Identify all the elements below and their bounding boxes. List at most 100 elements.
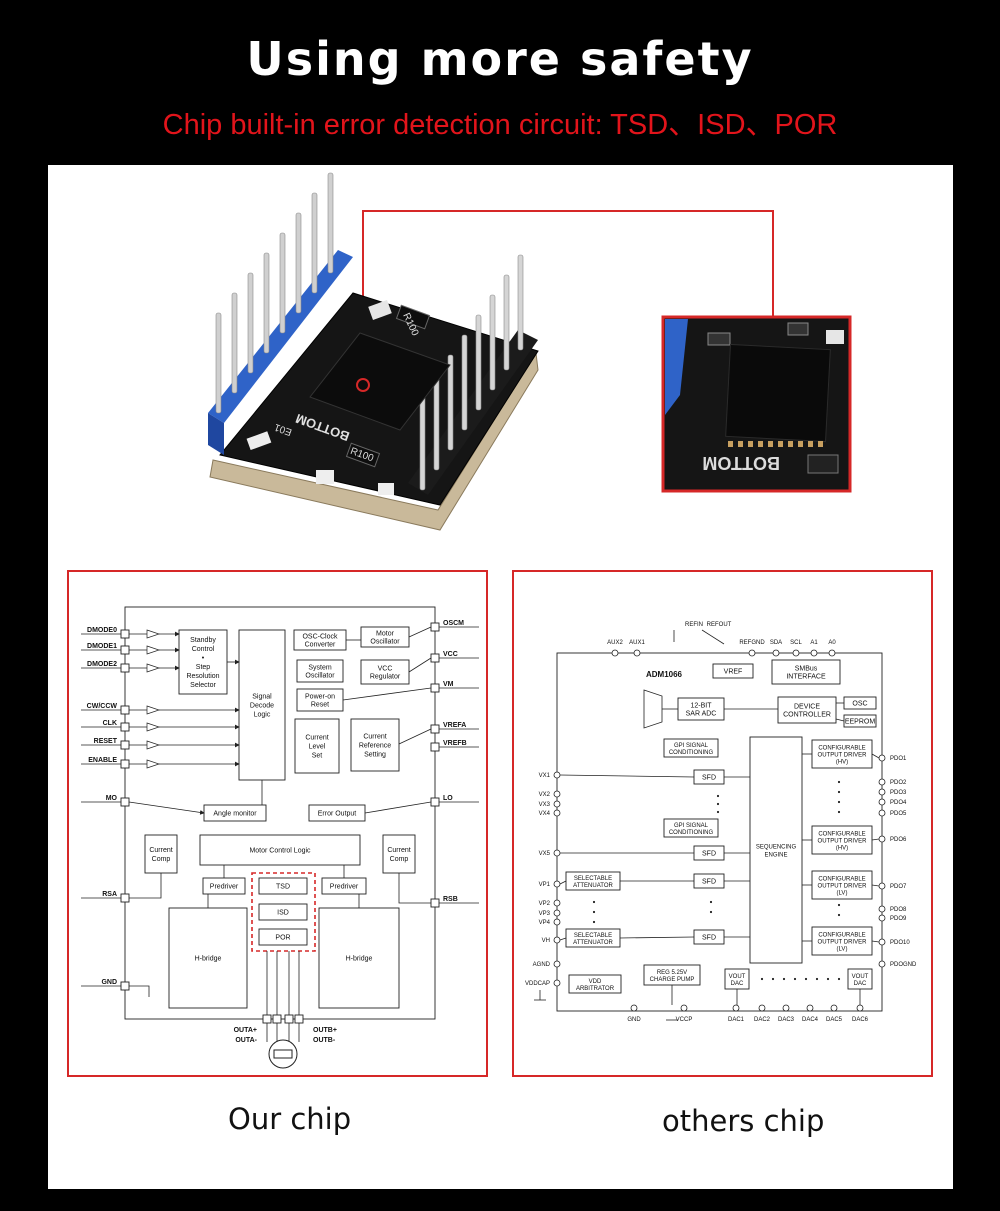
vref-block-box xyxy=(712,663,754,679)
ellipsis-dot xyxy=(793,977,797,981)
pin-label-right: RSB xyxy=(443,896,458,903)
chip-pad xyxy=(808,441,813,447)
pin-pad-right xyxy=(430,653,440,663)
pin-label-bottom: DAC4 xyxy=(802,1017,819,1023)
current-comp-left-block-box xyxy=(144,834,178,874)
pin-label-right: PDO10 xyxy=(890,940,910,946)
safety-circuits-highlight xyxy=(251,872,316,952)
pin-label-right: OSCM xyxy=(443,620,464,627)
zoom-silk-bottom: BOTTOM xyxy=(702,453,780,473)
charge-pump-block-label: REG 5.25V xyxy=(657,970,687,976)
right-pin xyxy=(878,938,886,946)
input-buffer xyxy=(146,663,161,673)
right-pin xyxy=(878,809,886,817)
attenuator-block-label: ATTENUATOR xyxy=(573,883,613,889)
ellipsis-dot xyxy=(804,977,808,981)
ellipsis-dot xyxy=(716,802,720,806)
pin-label-left: DMODE0 xyxy=(87,627,117,634)
top-pin-label: SDA xyxy=(770,640,782,646)
signal-wire xyxy=(398,873,431,904)
vout-dac-left-block-label: VOUT xyxy=(729,974,746,980)
pin-pad-left xyxy=(120,893,130,903)
vcc-regulator-block-box xyxy=(360,659,410,685)
header-pin xyxy=(447,354,454,451)
standby-control-block-label: Standby xyxy=(190,637,216,644)
right-pin xyxy=(878,788,886,796)
ellipsis-dot xyxy=(592,900,596,904)
pin-label-right: LO xyxy=(443,795,453,802)
zoomed-chip xyxy=(725,343,831,443)
ellipsis-dot xyxy=(592,920,596,924)
signal-wire xyxy=(408,626,432,638)
gpi-signal-block-label: CONDITIONING xyxy=(669,750,714,756)
current-reference-block-label: Current xyxy=(363,734,386,741)
pin-label-right: PDO3 xyxy=(890,790,907,796)
pin-header-right xyxy=(408,330,538,495)
atten-wire xyxy=(619,936,695,939)
pin-pad-right xyxy=(430,898,440,908)
header-pin xyxy=(311,192,318,294)
current-comp-right-block-box xyxy=(382,834,416,874)
top-pin-label: REFIN xyxy=(685,622,703,628)
output-pin xyxy=(294,1014,304,1024)
pin-label-left: CLK xyxy=(103,720,117,727)
vcc-regulator-block-label: Regulator xyxy=(370,674,401,681)
left-pin xyxy=(553,771,561,779)
current-level-block-label: Level xyxy=(309,744,326,751)
header-pin xyxy=(327,172,334,274)
left-pin xyxy=(553,960,561,968)
charge-pump-block-label: CHARGE PUMP xyxy=(650,977,695,983)
gpi-signal-block-label: CONDITIONING xyxy=(669,830,714,836)
predriver-right-block-label: Predriver xyxy=(330,884,359,891)
mux-symbol xyxy=(643,689,663,729)
right-pin xyxy=(878,960,886,968)
chip-name-label: ADM1066 xyxy=(646,670,683,679)
pin-label-left: ENABLE xyxy=(88,757,117,764)
top-pin-label: A0 xyxy=(828,640,836,646)
input-buffer xyxy=(146,759,161,769)
pin-pad-left xyxy=(120,629,130,639)
input-buffer xyxy=(146,705,161,715)
right-pin xyxy=(878,835,886,843)
bottom-pin xyxy=(758,1004,766,1012)
standby-control-block-label: Selector xyxy=(190,682,216,689)
vdd-arbitrator-block-box xyxy=(568,974,622,994)
left-pin xyxy=(553,790,561,798)
ellipsis-dot xyxy=(782,977,786,981)
pin-label-bottom: DAC1 xyxy=(728,1017,745,1023)
ellipsis-dot xyxy=(592,910,596,914)
current-level-block-label: Set xyxy=(312,753,323,760)
system-oscillator-block-label: Oscillator xyxy=(305,673,335,680)
pin-label-left: VP2 xyxy=(539,901,551,907)
ellipsis-dot xyxy=(837,780,841,784)
header-pins-right xyxy=(419,254,524,491)
header-pin xyxy=(419,394,426,491)
output-driver-lv-block-label: (LV) xyxy=(837,891,848,897)
pin-label-right: VREFA xyxy=(443,722,466,729)
chip-zoom-inset: BOTTOM xyxy=(661,315,852,493)
top-pin-label: REFGND xyxy=(739,640,765,646)
top-pin-label: A1 xyxy=(810,640,818,646)
out-label-left: OUTA- xyxy=(235,1037,257,1044)
driver-chip xyxy=(309,332,451,431)
angle-monitor-block-label: Angle monitor xyxy=(213,811,257,818)
pcb-edge xyxy=(209,351,539,531)
pin-label-right: PDO9 xyxy=(890,916,907,922)
error-output-block-label: Error Output xyxy=(318,811,357,818)
ellipsis-dot xyxy=(837,790,841,794)
chip-pad xyxy=(768,441,773,447)
signal-wire xyxy=(128,801,205,815)
signal-decode-block-box xyxy=(238,629,286,781)
pin-pad-left xyxy=(120,663,130,673)
por-block-label: POR xyxy=(275,935,290,942)
right-pin xyxy=(878,882,886,890)
pin-label-right: VREFB xyxy=(443,740,467,747)
top-pin xyxy=(633,649,641,657)
pin-label-right: PDO4 xyxy=(890,800,907,806)
left-pin xyxy=(553,979,561,987)
pin-label-bottom: DAC2 xyxy=(754,1017,771,1023)
our-chip-elements: DMODE0DMODE1DMODE2CW/CCWCLKRESETENABLEMO… xyxy=(81,620,479,1044)
vcc-regulator-block-label: VCC xyxy=(378,666,393,673)
